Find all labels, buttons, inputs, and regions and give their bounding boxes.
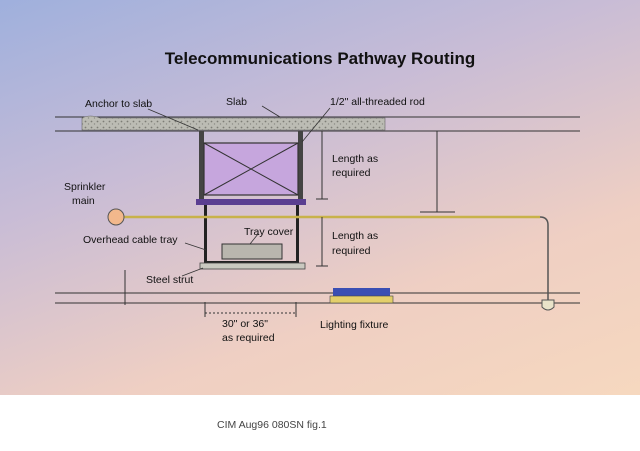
label-cable-tray: Overhead cable tray	[83, 234, 178, 246]
figure-caption: CIM Aug96 080SN fig.1	[217, 419, 327, 431]
left-lower-rod	[204, 205, 207, 265]
right-hanger-rod	[298, 131, 303, 201]
leader-strut	[181, 267, 204, 277]
diagram-panel	[0, 0, 640, 395]
label-sprinkler-a: Sprinkler	[64, 181, 106, 193]
purple-support-bar	[196, 199, 306, 205]
label-length-2a: Length as	[332, 230, 378, 242]
label-slab: Slab	[226, 96, 247, 108]
fixture-housing	[333, 288, 390, 296]
tray-cover	[221, 243, 283, 260]
label-width-a: 30" or 36"	[222, 318, 268, 330]
leader-slab	[261, 105, 281, 118]
leader-rod	[301, 107, 331, 143]
label-steel-strut: Steel strut	[146, 274, 193, 286]
label-anchor: Anchor to slab	[85, 98, 152, 110]
steel-strut	[199, 262, 306, 270]
right-lower-rod	[296, 205, 299, 265]
label-sprinkler-b: main	[72, 195, 95, 207]
sprinkler-drop	[539, 216, 549, 300]
leader-anchor	[147, 108, 199, 131]
sprinkler-main-end	[107, 208, 125, 226]
label-lighting: Lighting fixture	[320, 319, 388, 331]
pathway-diagram: Telecommunications Pathway Routing	[55, 49, 580, 344]
label-length-1a: Length as	[332, 153, 378, 165]
concrete-slab	[81, 115, 386, 131]
leader-tray	[184, 242, 207, 251]
diagram-title: Telecommunications Pathway Routing	[165, 49, 475, 68]
leader-tray-cover	[249, 233, 259, 245]
box-diagonal-2	[203, 142, 299, 196]
label-tray-cover: Tray cover	[244, 226, 294, 238]
fixture-lens	[329, 295, 394, 304]
label-rod: 1/2" all-threaded rod	[330, 96, 425, 108]
label-length-2b: required	[332, 245, 371, 257]
cable-tray	[205, 244, 299, 263]
label-length-1b: required	[332, 167, 371, 179]
label-width-b: as required	[222, 332, 275, 344]
left-hanger-rod	[199, 131, 204, 201]
sprinkler-head	[541, 299, 555, 311]
